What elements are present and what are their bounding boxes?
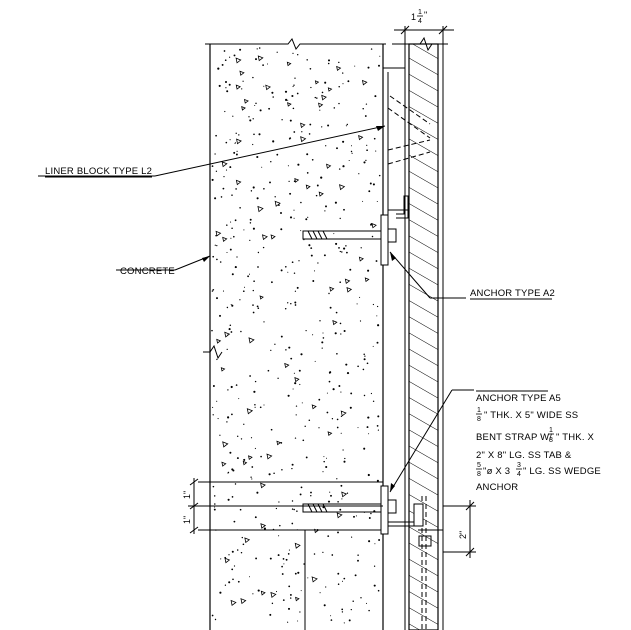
leaders (38, 125, 474, 493)
a5-line4-post: " LG. SS WEDGE (523, 466, 601, 477)
a5-line4-num2: 3 (517, 462, 521, 469)
a5-line1-text: " THK. X 5" WIDE SS (484, 410, 578, 421)
mid-break-symbol (203, 344, 223, 360)
a5-line2-den: 8 (549, 437, 553, 444)
dim-top-den: 4 (418, 18, 422, 25)
anchor-a2 (302, 195, 409, 266)
dim-right: 2" (458, 531, 468, 539)
label-concrete: CONCRETE (120, 266, 175, 277)
label-anchor-a2: ANCHOR TYPE A2 (470, 288, 555, 299)
dim-top-whole: 1 (411, 12, 416, 22)
dim-left-lower: 1" (182, 516, 192, 524)
dim-left-upper: 1" (182, 491, 192, 499)
anchor-a5 (302, 485, 443, 547)
a5-line4-den2: 4 (517, 471, 521, 478)
label-liner-block: LINER BLOCK TYPE L2 (45, 166, 152, 177)
a5-line3: 2" X 8" LG. SS TAB & (476, 450, 572, 461)
a5-line4-mid: "ø X 3 (483, 466, 510, 477)
dim-top-num: 1 (418, 9, 422, 16)
a5-line4-den1: 8 (477, 471, 481, 478)
a5-line1-den: 8 (477, 416, 481, 423)
leader-arrows (202, 126, 396, 492)
dimension-left (188, 478, 383, 534)
concrete-wall (209, 44, 384, 630)
dimension-top (394, 25, 454, 44)
label-anchor-a5: ANCHOR TYPE A5 (476, 393, 561, 404)
a5-line5: ANCHOR (476, 482, 518, 493)
dimension-right (443, 500, 476, 558)
concrete-stipple (211, 47, 381, 624)
block-joints (198, 481, 383, 630)
a5-line1-num: 1 (477, 407, 481, 414)
dim-top-unit: " (424, 10, 427, 20)
a5-line2-pre: BENT STRAP W/ (476, 432, 552, 443)
anchor-a5-note: ANCHOR TYPE A5 1 8 " THK. X 5" WIDE SS B… (476, 390, 601, 493)
liner-block (383, 43, 444, 630)
a5-line2-post: " THK. X (556, 432, 595, 443)
a5-line2-num: 1 (549, 427, 553, 434)
a5-line4-num1: 5 (477, 462, 481, 469)
